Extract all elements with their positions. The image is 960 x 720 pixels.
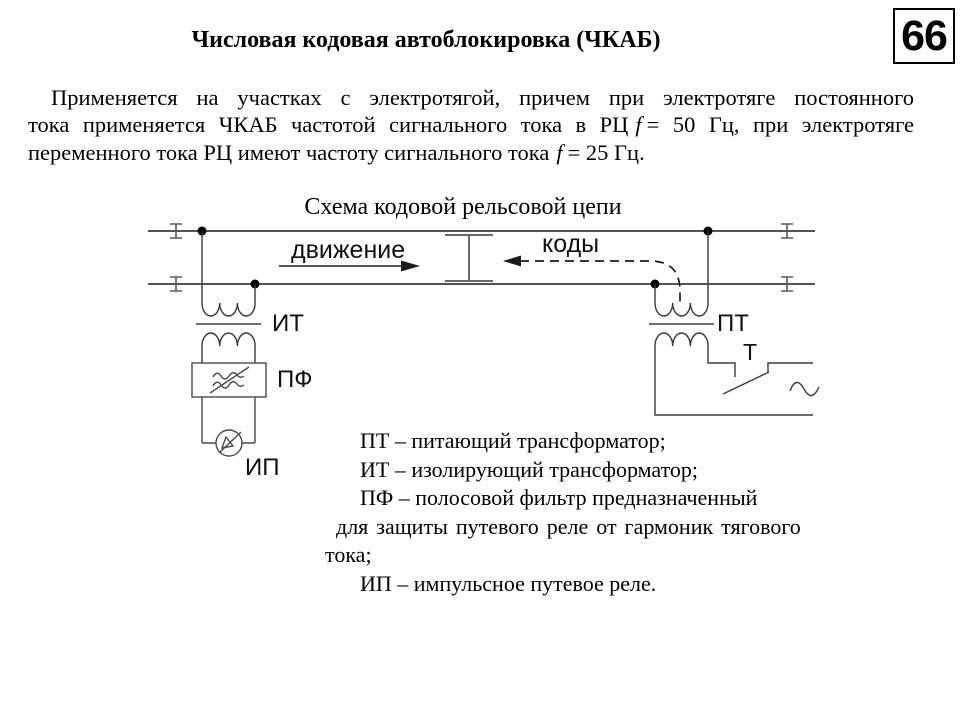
paragraph-line3-tail: = 25 Гц. bbox=[567, 139, 645, 165]
legend-line-pf-cont: для защиты путевого реле от гармоник тяг… bbox=[336, 513, 801, 539]
pf-filter-label: ПФ bbox=[277, 366, 313, 393]
t-contact-label: Т bbox=[743, 339, 758, 365]
pt-transformer-label: ПТ bbox=[717, 310, 749, 337]
insulated-joint-icon bbox=[170, 223, 793, 292]
rail-lines bbox=[148, 230, 815, 285]
paragraph-line3-text: переменного тока РЦ имеют частоту сигнал… bbox=[28, 139, 550, 165]
frequency-symbol-1: f bbox=[635, 112, 642, 138]
movement-label: движение bbox=[291, 236, 406, 264]
legend-line-it: ИТ – изолирующий трансформатор; bbox=[360, 456, 699, 482]
legend-line-ip: ИП – импульсное путевое реле. bbox=[360, 570, 657, 596]
paragraph-line-1: Применяется на участках с электротягой, … bbox=[51, 85, 914, 110]
legend-line-toka: тока; bbox=[325, 542, 372, 568]
movement-arrow bbox=[279, 260, 420, 272]
feed-circuit-wiring bbox=[654, 346, 820, 416]
it-transformer-label: ИТ bbox=[272, 310, 304, 337]
legend-block: ПТ – питающий трансформатор; ИТ – изолир… bbox=[325, 427, 801, 599]
diagram-caption: Схема кодовой рельсовой цепи bbox=[304, 194, 622, 220]
page-title: Числовая кодовая автоблокировка (ЧКАБ) bbox=[191, 27, 661, 53]
bandpass-filter-symbol bbox=[191, 362, 267, 443]
isolating-transformer-symbol bbox=[196, 231, 261, 363]
codes-arrow bbox=[503, 255, 681, 307]
impulse-relay-symbol bbox=[202, 429, 255, 457]
frequency-symbol-2: f bbox=[556, 139, 563, 165]
intro-paragraph: Применяется на участках с электротягой, … bbox=[28, 84, 914, 166]
paragraph-line2-text: тока применяется ЧКАБ частотой сигнально… bbox=[28, 112, 629, 138]
contact-blade bbox=[722, 371, 770, 395]
paragraph-line2-tail: = 50 Гц, при электротяге bbox=[646, 112, 914, 138]
ip-relay-label: ИП bbox=[245, 454, 280, 481]
legend-line-pt: ПТ – питающий трансформатор; bbox=[360, 428, 666, 453]
codes-label: коды bbox=[542, 230, 600, 258]
legend-line-pf: ПФ – полосовой фильтр предназначенный bbox=[360, 485, 758, 511]
rail-section-divider-icon bbox=[445, 234, 493, 282]
page-number-box: 66 bbox=[893, 8, 955, 64]
paragraph-line-2: тока применяется ЧКАБ частотой сигнально… bbox=[28, 111, 914, 138]
feeding-transformer-symbol bbox=[649, 231, 714, 347]
paragraph-line-3: переменного тока РЦ имеют частоту сигнал… bbox=[28, 139, 914, 166]
page-number: 66 bbox=[901, 11, 948, 60]
ac-source-icon bbox=[789, 381, 820, 397]
